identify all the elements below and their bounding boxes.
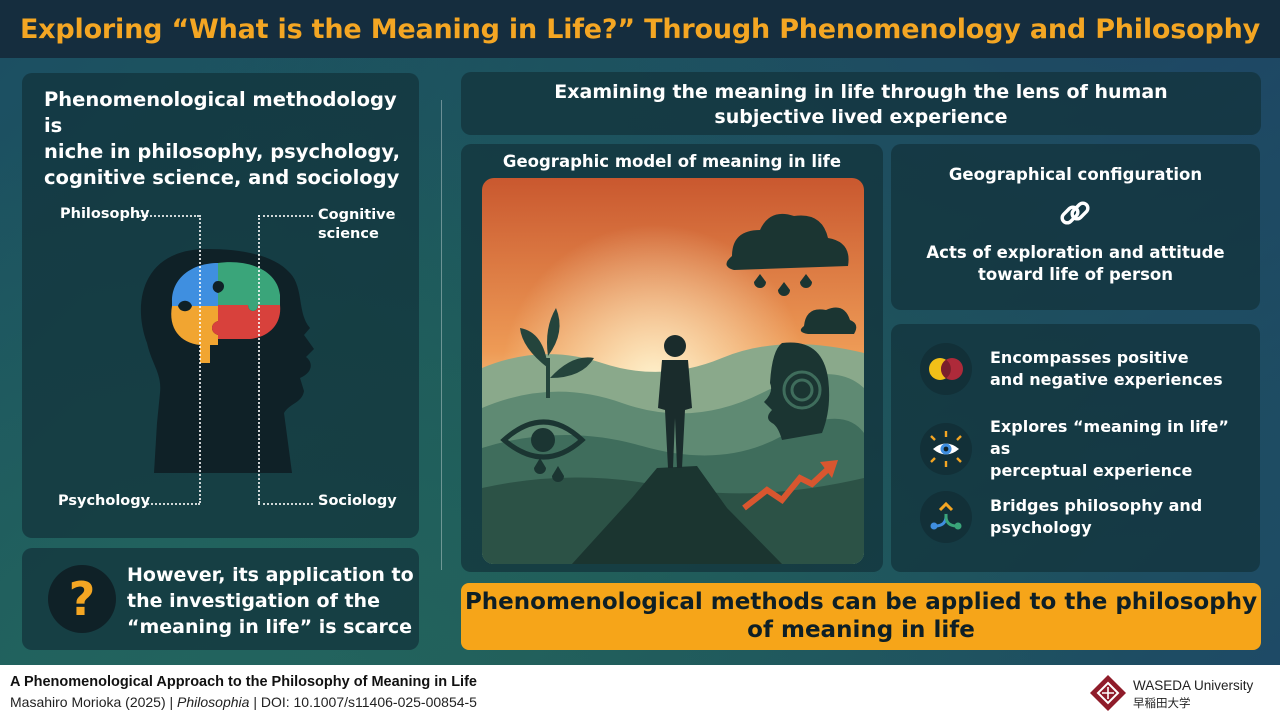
- spiral-head-icon: [764, 342, 830, 440]
- brain-red-piece: [212, 305, 281, 339]
- label-sociology: Sociology: [318, 493, 397, 509]
- head-brain-illustration: [140, 249, 314, 473]
- label-cognitive-science: Cognitive science: [318, 207, 396, 242]
- summit-rock: [572, 466, 782, 564]
- connector-philosophy-vertical: [199, 215, 201, 503]
- connector-cognitive-vertical: [258, 215, 260, 503]
- configuration-text: Acts of exploration and attitude toward …: [926, 243, 1225, 284]
- feature-positive-negative: Encompasses positive and negative experi…: [920, 343, 1240, 395]
- citation-line: Masahiro Morioka (2025) | Philosophia | …: [10, 694, 477, 710]
- methodology-intro: Phenomenological methodology is niche in…: [44, 88, 400, 189]
- methodology-panel: Phenomenological methodology is niche in…: [22, 73, 419, 538]
- brain-yellow-piece: [171, 306, 218, 363]
- standing-person: [658, 335, 692, 468]
- landscape-illustration: [482, 178, 864, 564]
- eye-icon: [920, 423, 972, 475]
- brain-blue-piece: [172, 263, 218, 306]
- feature-perceptual: Explores “meaning in life” as perceptual…: [920, 416, 1240, 482]
- model-title: Geographic model of meaning in life: [502, 152, 842, 171]
- venn-circles-icon: [920, 343, 972, 395]
- footer-bar: A Phenomenological Approach to the Philo…: [0, 665, 1280, 720]
- feature-bridges: Bridges philosophy and psychology: [920, 491, 1240, 543]
- infographic-canvas: Exploring “What is the Meaning in Life?”…: [0, 0, 1280, 665]
- paper-title: A Phenomenological Approach to the Philo…: [10, 674, 477, 690]
- conclusion-text: Phenomenological methods can be applied …: [464, 589, 1258, 643]
- conclusion-banner: Phenomenological methods can be applied …: [461, 583, 1261, 650]
- configuration-title: Geographical configuration: [948, 165, 1203, 184]
- bridge-arrow-icon: [920, 491, 972, 543]
- label-philosophy: Philosophy: [60, 206, 150, 222]
- rising-arrow-icon: [742, 467, 830, 511]
- connector-philosophy: [139, 215, 199, 217]
- sprout-icon: [520, 308, 594, 398]
- brain-green-piece: [218, 262, 280, 311]
- crying-eye-icon: [500, 419, 586, 482]
- label-psychology: Psychology: [58, 493, 151, 509]
- lens-text: Examining the meaning in life through th…: [554, 81, 1168, 128]
- waseda-logo: [1088, 673, 1128, 713]
- question-icon: ?: [48, 565, 116, 633]
- lens-panel: Examining the meaning in life through th…: [461, 72, 1261, 135]
- university-name-jp: 早稲田大学: [1133, 696, 1191, 710]
- connector-cognitive: [258, 215, 313, 217]
- connector-sociology: [258, 503, 313, 505]
- university-name-en: WASEDA University: [1133, 678, 1254, 693]
- scarcity-text: However, its application to the investig…: [127, 564, 414, 638]
- model-panel: Geographic model of meaning in life: [461, 144, 883, 572]
- configuration-panel: Geographical configuration Acts of explo…: [891, 144, 1260, 310]
- connector-psychology: [144, 503, 200, 505]
- page-title: Exploring “What is the Meaning in Life?”…: [19, 13, 1261, 45]
- storm-cloud: [726, 213, 857, 334]
- scarcity-panel: ? However, its application to the invest…: [22, 548, 419, 650]
- column-divider: [441, 100, 442, 570]
- header-bar: Exploring “What is the Meaning in Life?”…: [0, 0, 1280, 58]
- link-chain-icon: [1060, 201, 1090, 225]
